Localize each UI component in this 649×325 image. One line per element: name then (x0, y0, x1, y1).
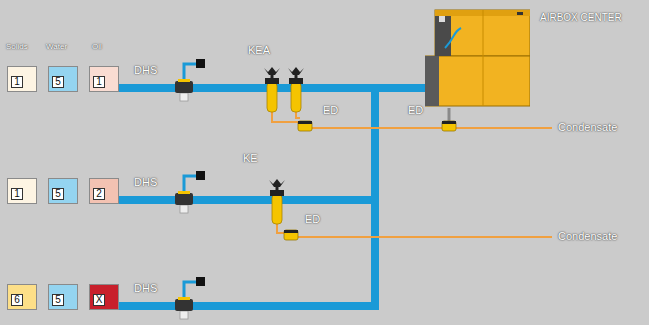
class-number: 5 (52, 294, 64, 306)
part-label: DHS (134, 176, 157, 189)
machine-name: AIRBOX CENTER (540, 12, 622, 24)
part-label: Condensate (558, 230, 617, 243)
class-box: 1 (89, 66, 119, 92)
class-box: 5 (48, 178, 78, 204)
class-box: 6 (7, 284, 37, 310)
part-label: ED (408, 104, 423, 117)
filter-symbol (288, 67, 304, 112)
part-label: KE (243, 152, 258, 165)
condensate-line (297, 236, 552, 238)
class-box: 5 (48, 66, 78, 92)
class-box: X (89, 284, 119, 310)
part-label: Water (46, 42, 67, 52)
airbox-machine (425, 8, 530, 108)
part-label: Oil (92, 42, 102, 52)
class-number: 2 (93, 188, 105, 200)
filter-symbol (269, 179, 285, 224)
class-number: 1 (11, 188, 23, 200)
class-box: 1 (7, 66, 37, 92)
filter-symbol (264, 67, 280, 112)
part-label: Condensate (558, 121, 617, 134)
class-number: 5 (52, 188, 64, 200)
air-pipe (119, 88, 425, 306)
dhs-symbol (175, 277, 205, 319)
part-label: DHS (134, 282, 157, 295)
part-label: Solids (6, 42, 28, 52)
ed-drain (284, 230, 298, 240)
dhs-symbol (175, 59, 205, 101)
drain-pipe (448, 108, 451, 121)
part-label: KEA (248, 44, 270, 57)
ed-drain (298, 121, 312, 131)
class-box: 1 (7, 178, 37, 204)
class-number: X (93, 294, 105, 306)
part-label: ED (323, 104, 338, 117)
class-number: 1 (11, 76, 23, 88)
class-number: 6 (11, 294, 23, 306)
part-label: ED (305, 213, 320, 226)
condensate-lines (272, 110, 552, 237)
dhs-symbol (175, 171, 205, 213)
part-label: DHS (134, 64, 157, 77)
class-number: 1 (93, 76, 105, 88)
condensate-line (312, 127, 552, 129)
class-box: 5 (48, 284, 78, 310)
airbox-center: AIRBOX CENTER (425, 8, 530, 108)
class-number: 5 (52, 76, 64, 88)
class-box: 2 (89, 178, 119, 204)
ed-drain (442, 121, 456, 131)
